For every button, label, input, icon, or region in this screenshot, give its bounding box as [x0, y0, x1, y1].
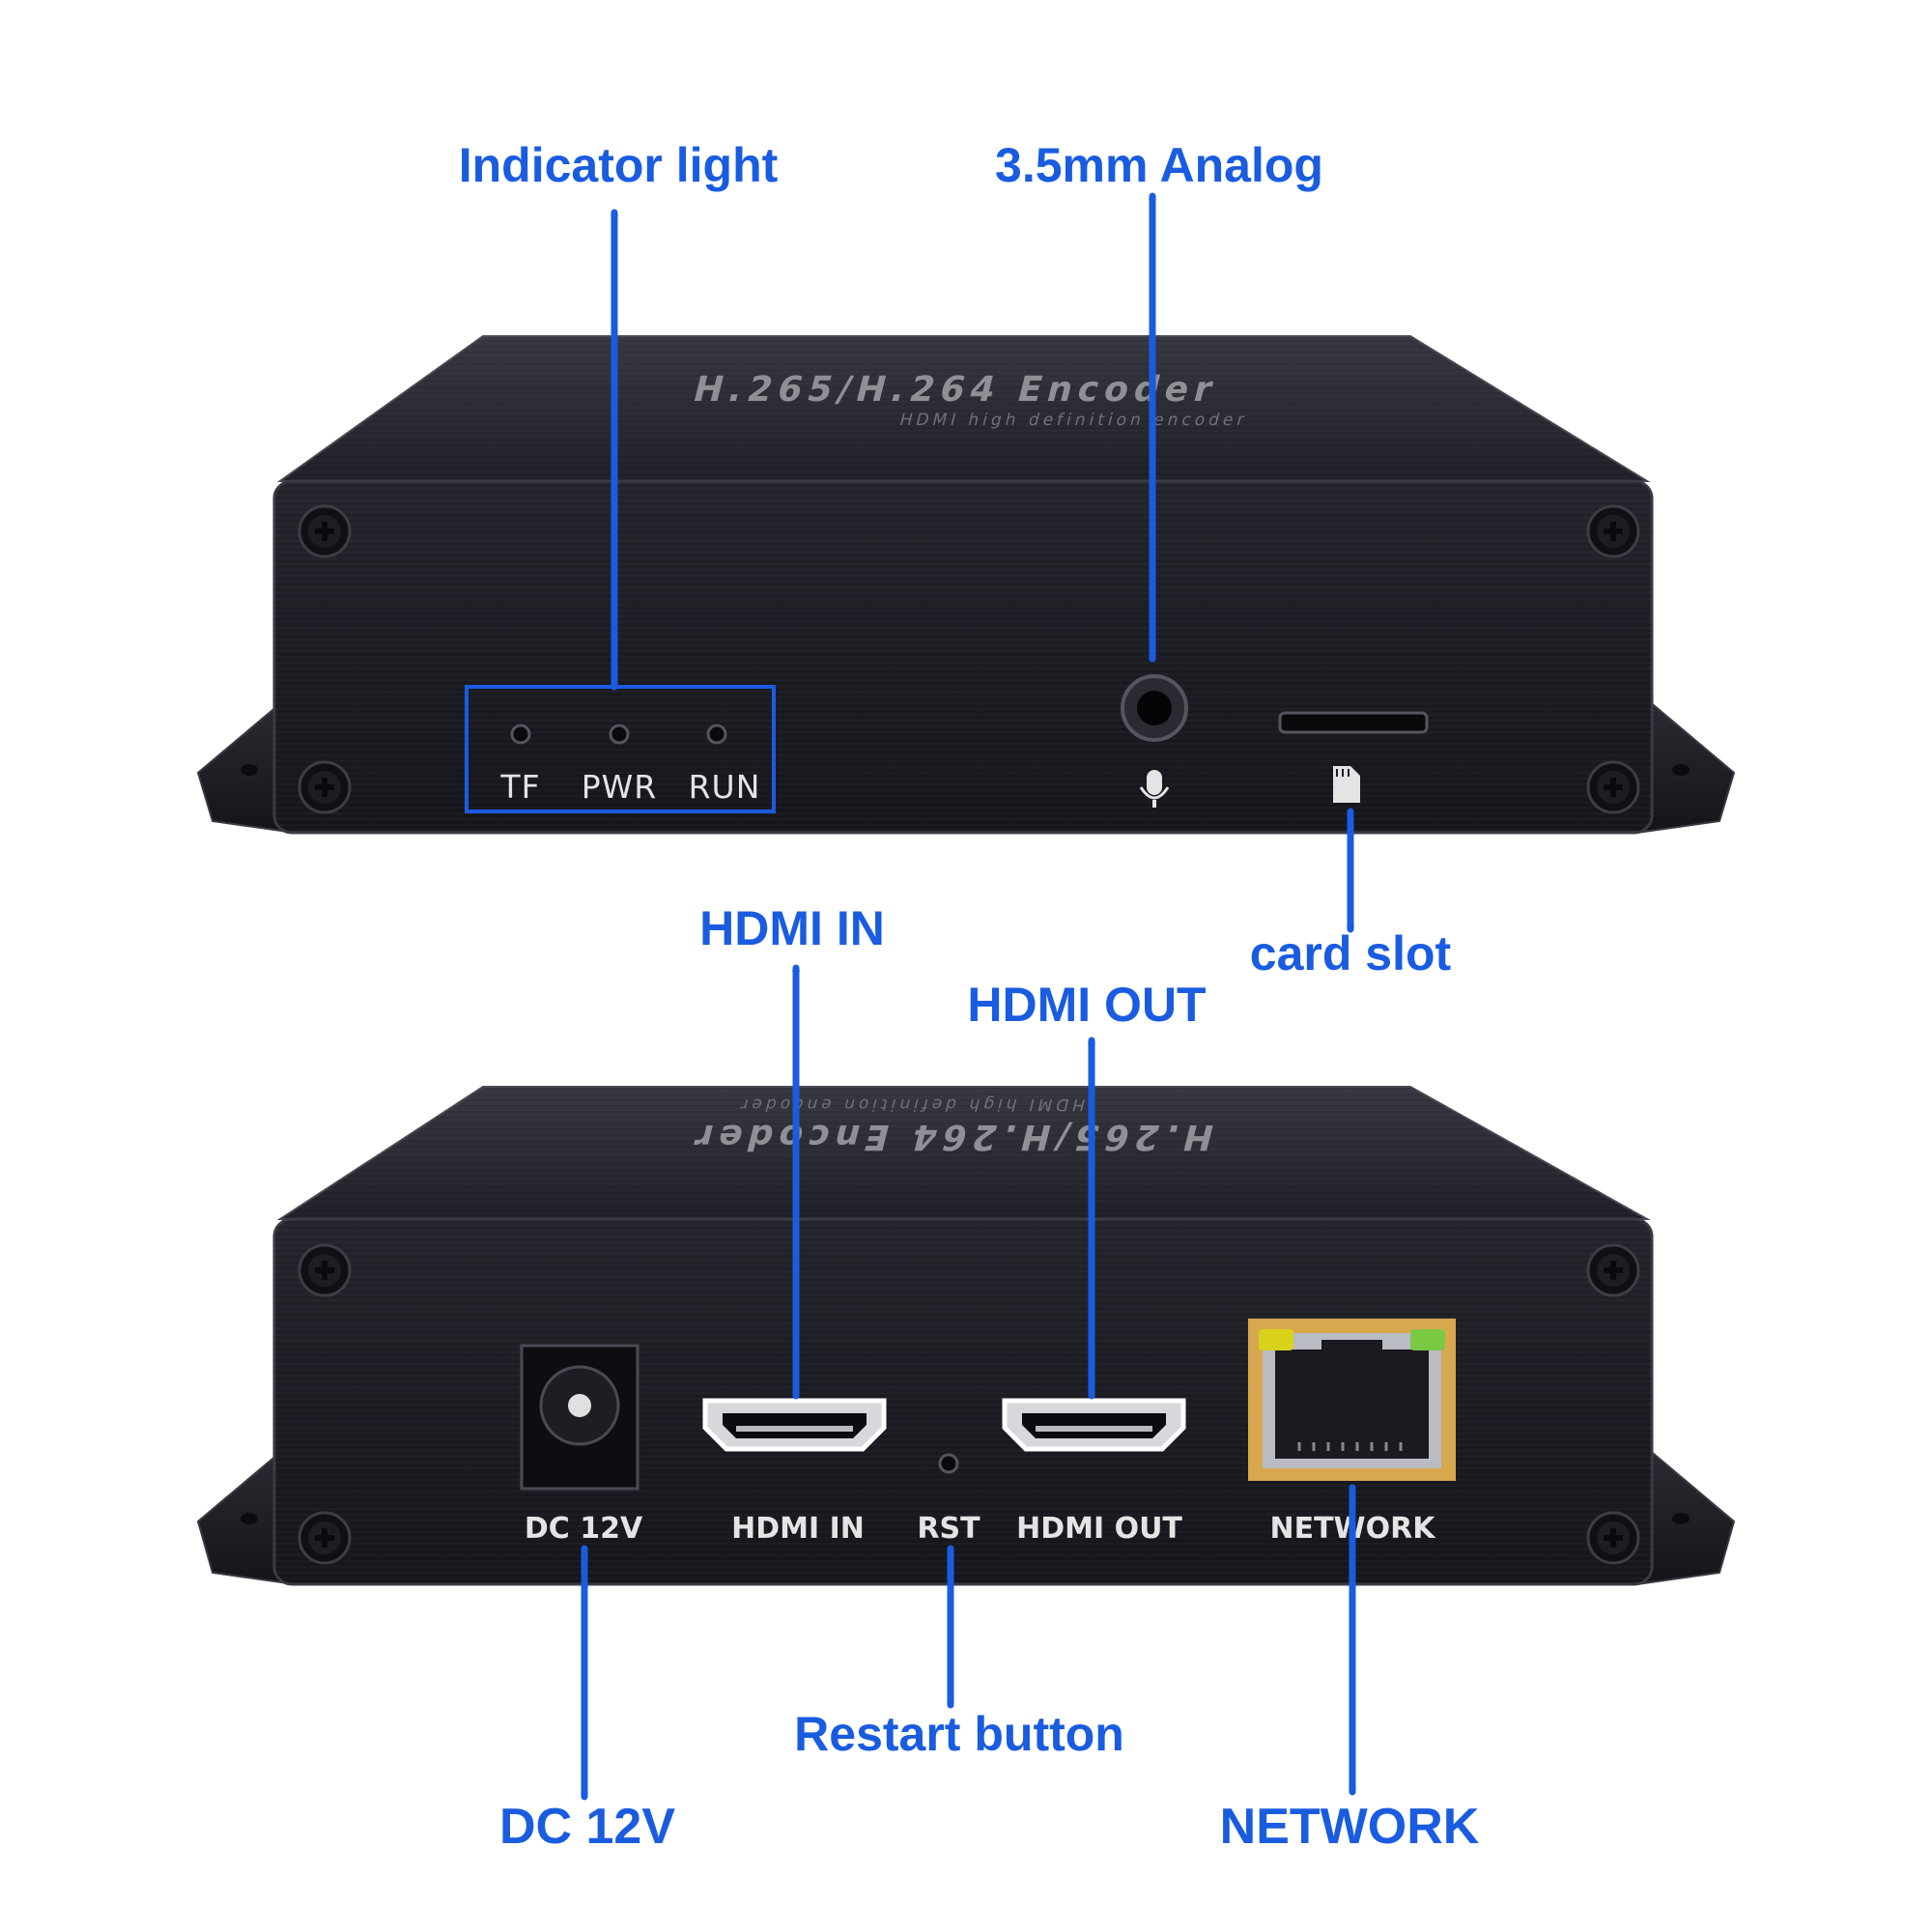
led-run-label: RUN — [689, 768, 761, 806]
callout-restart-button: Restart button — [794, 1707, 1124, 1761]
front-lid-logo: H.265/H.264 Encoder — [689, 369, 1222, 410]
screw-icon — [298, 504, 352, 558]
hdmi-out-port — [1002, 1398, 1186, 1452]
microphone-icon — [1139, 770, 1170, 808]
callout-analog: 3.5mm Analog — [995, 138, 1323, 192]
callout-arrows — [580, 192, 1357, 1801]
led-pwr-label: PWR — [582, 768, 657, 806]
ethernet-port — [1248, 1319, 1456, 1481]
reset-button — [938, 1453, 959, 1474]
sd-card-icon — [1333, 766, 1360, 803]
rear-device: H.265/H.264 Encoder HDMI high definition… — [196, 1086, 1736, 1586]
led-run — [706, 724, 727, 745]
screw-icon — [298, 1511, 352, 1565]
screw-icon — [1586, 504, 1640, 558]
callout-network: NETWORK — [1219, 1799, 1480, 1855]
callout-indicator-light: Indicator light — [458, 138, 779, 192]
card-slot — [1278, 711, 1429, 734]
indicator-highlight-box — [465, 685, 776, 813]
led-tf — [510, 724, 531, 745]
screw-icon — [298, 1243, 352, 1297]
screw-icon — [1586, 1243, 1640, 1297]
callout-hdmi-in: HDMI IN — [699, 901, 885, 955]
hdmi-out-label: HDMI OUT — [1016, 1512, 1182, 1546]
svg-text:HDMI high definition encoder: HDMI high definition encoder — [897, 411, 1250, 430]
led-tf-label: TF — [499, 768, 540, 806]
dc-label: DC 12V — [525, 1512, 643, 1546]
rst-label: RST — [917, 1512, 980, 1546]
hdmi-in-label: HDMI IN — [731, 1512, 865, 1546]
screw-icon — [1586, 760, 1640, 814]
callout-card-slot: card slot — [1249, 926, 1452, 980]
led-pwr — [609, 724, 630, 745]
screw-icon — [298, 760, 352, 814]
callout-dc-12v: DC 12V — [498, 1799, 676, 1855]
hdmi-in-port — [702, 1398, 887, 1452]
svg-text:HDMI high definition encoder: HDMI high definition encoder — [735, 1094, 1088, 1114]
front-device: H.265/H.264 Encoder HDMI high definition… — [196, 335, 1736, 835]
screw-icon — [1586, 1511, 1640, 1565]
callout-hdmi-out: HDMI OUT — [967, 978, 1207, 1032]
rear-lid-logo: H.265/H.264 Encoder — [685, 1117, 1218, 1157]
